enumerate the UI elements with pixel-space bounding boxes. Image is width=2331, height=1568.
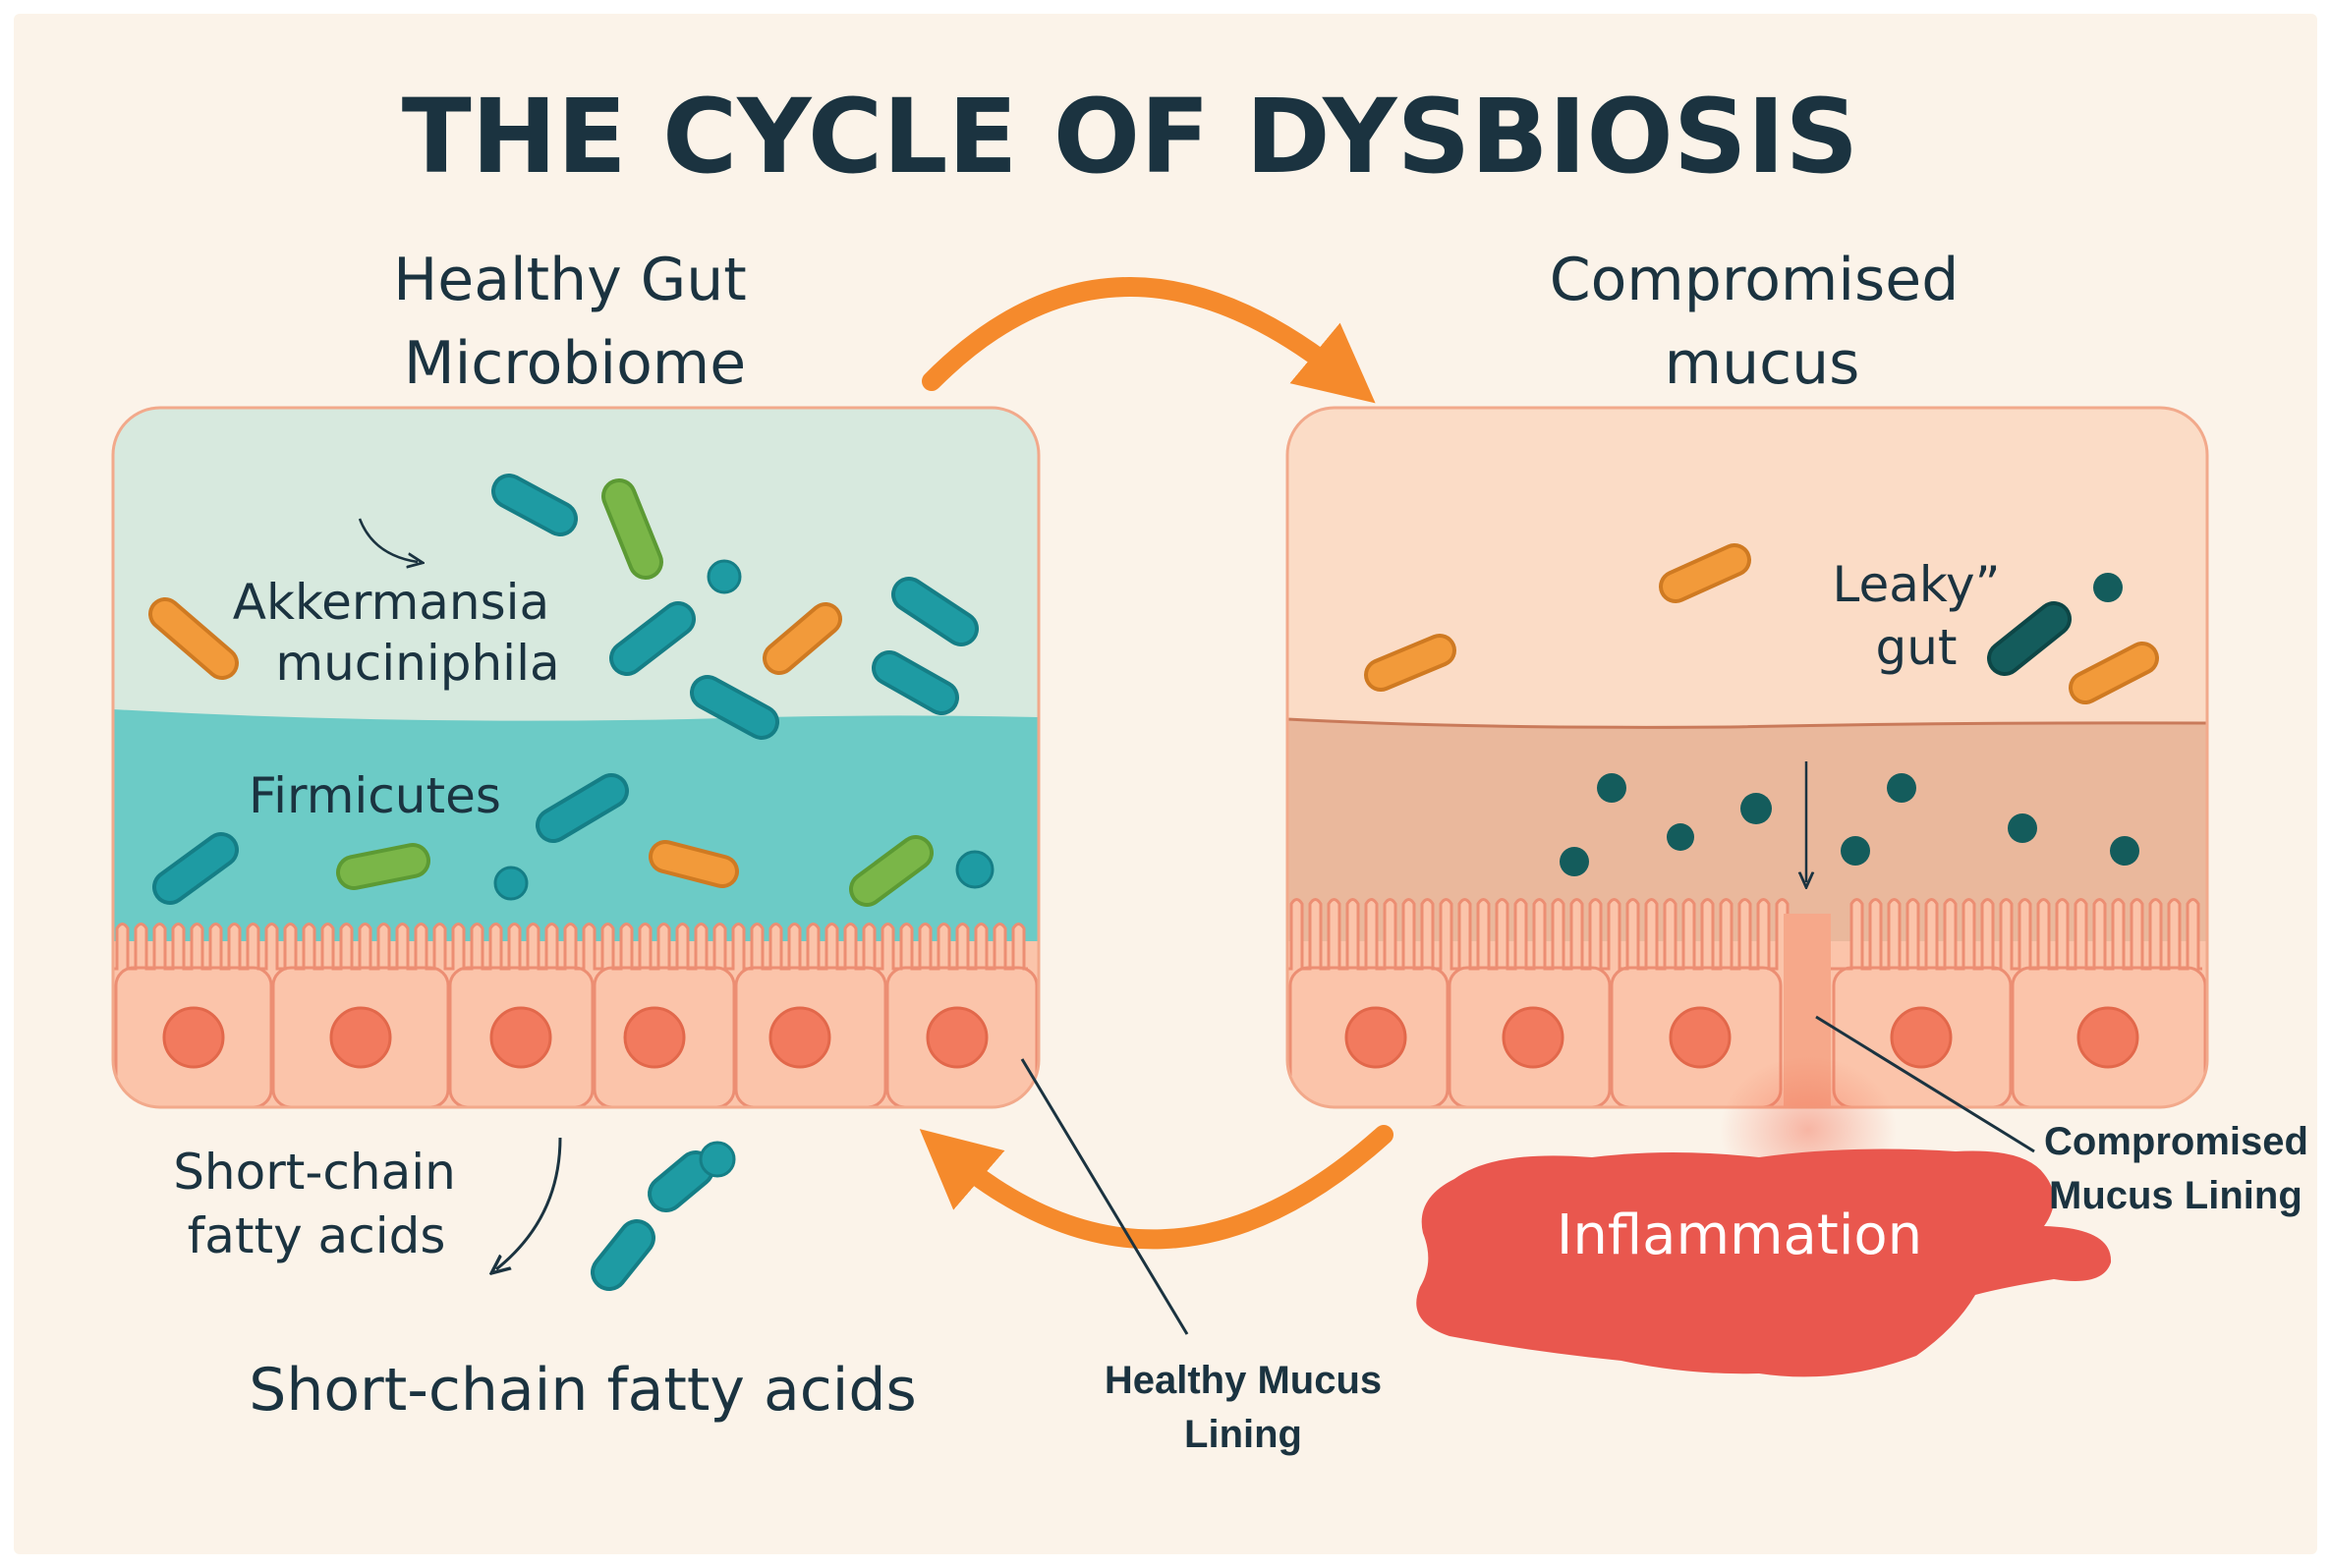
page-title: THE CYCLE OF DYSBIOSIS (402, 77, 1859, 196)
top-cycle-arrow (922, 277, 1376, 404)
compromised-gut-panel (1287, 408, 2207, 1107)
coccus (2093, 573, 2123, 602)
scfa-large-label: Short-chain fatty acids (249, 1356, 917, 1425)
bacterium (609, 601, 696, 676)
coccus (707, 559, 742, 594)
microvilli-outline (1287, 898, 2202, 971)
healthy-heading-line1: Healthy Gut (393, 246, 747, 314)
healthy-cell-borders (114, 966, 1039, 1107)
leaking-particles (1560, 773, 2139, 876)
compromised-microvilli (1287, 898, 2202, 971)
bacterium (2069, 642, 2159, 704)
bacterium (763, 602, 842, 675)
compromised-callout-line2: Mucus Lining (2049, 1174, 2303, 1217)
compromised-nuclei (1344, 1006, 2139, 1069)
compromised-bacteria (1364, 543, 2159, 704)
healthy-bacteria (148, 474, 995, 907)
bacterium (336, 843, 430, 890)
healthy-heading-line2: Microbiome (404, 329, 746, 398)
healthy-nuclei (162, 1006, 989, 1069)
healthy-microvilli (113, 923, 1028, 971)
bacterium (649, 840, 739, 888)
inflammation-label: Inflammation (1557, 1204, 1922, 1267)
scfa-pointer (496, 1137, 562, 1269)
bacterium (690, 675, 779, 740)
bacterium (491, 474, 578, 536)
healthy-callout-line (1020, 1058, 1189, 1335)
akkermansia-label-line2: muciniphila (275, 635, 559, 692)
bacterium (849, 835, 934, 907)
bottom-cycle-arrow (919, 1125, 1393, 1250)
leaky-label-line1: Leaky” (1832, 556, 2000, 613)
healthy-callout-line2: Lining (1184, 1413, 1302, 1456)
compromised-heading-line1: Compromised (1550, 246, 1960, 314)
inflammation-blob (1416, 1148, 2112, 1377)
healthy-panel-border (111, 406, 1041, 1109)
compromised-cell-borders (1288, 966, 2207, 1107)
bacterium (152, 832, 239, 905)
bacterium (536, 773, 629, 843)
bacterium (1364, 634, 1456, 692)
bacterium (1987, 601, 2072, 676)
bacterium (1659, 543, 1751, 603)
bacterium (891, 577, 979, 646)
healthy-callout-line1: Healthy Mucus (1105, 1359, 1382, 1402)
akkermansia-label-line1: Akkermansia (233, 574, 549, 631)
akkermansia-pointer (358, 518, 418, 562)
microvilli-outline (113, 923, 1028, 971)
coccus (493, 866, 529, 901)
scfa-small-line1: Short-chain (173, 1144, 456, 1201)
scfa-small-line2: fatty acids (188, 1207, 446, 1264)
compromised-heading-line2: mucus (1665, 329, 1860, 398)
leaky-label-line2: gut (1875, 619, 1957, 676)
coccus (955, 850, 995, 889)
compromised-callout-line1: Compromised (2044, 1120, 2308, 1163)
bacterium (872, 650, 959, 715)
firmicutes-label: Firmicutes (249, 767, 501, 824)
bacterium (148, 597, 239, 680)
bacterium (601, 478, 663, 580)
compromised-callout-line (1815, 1015, 2035, 1153)
scfa-bacteria (591, 1141, 736, 1291)
compromised-mucus-layer (1287, 719, 2207, 943)
